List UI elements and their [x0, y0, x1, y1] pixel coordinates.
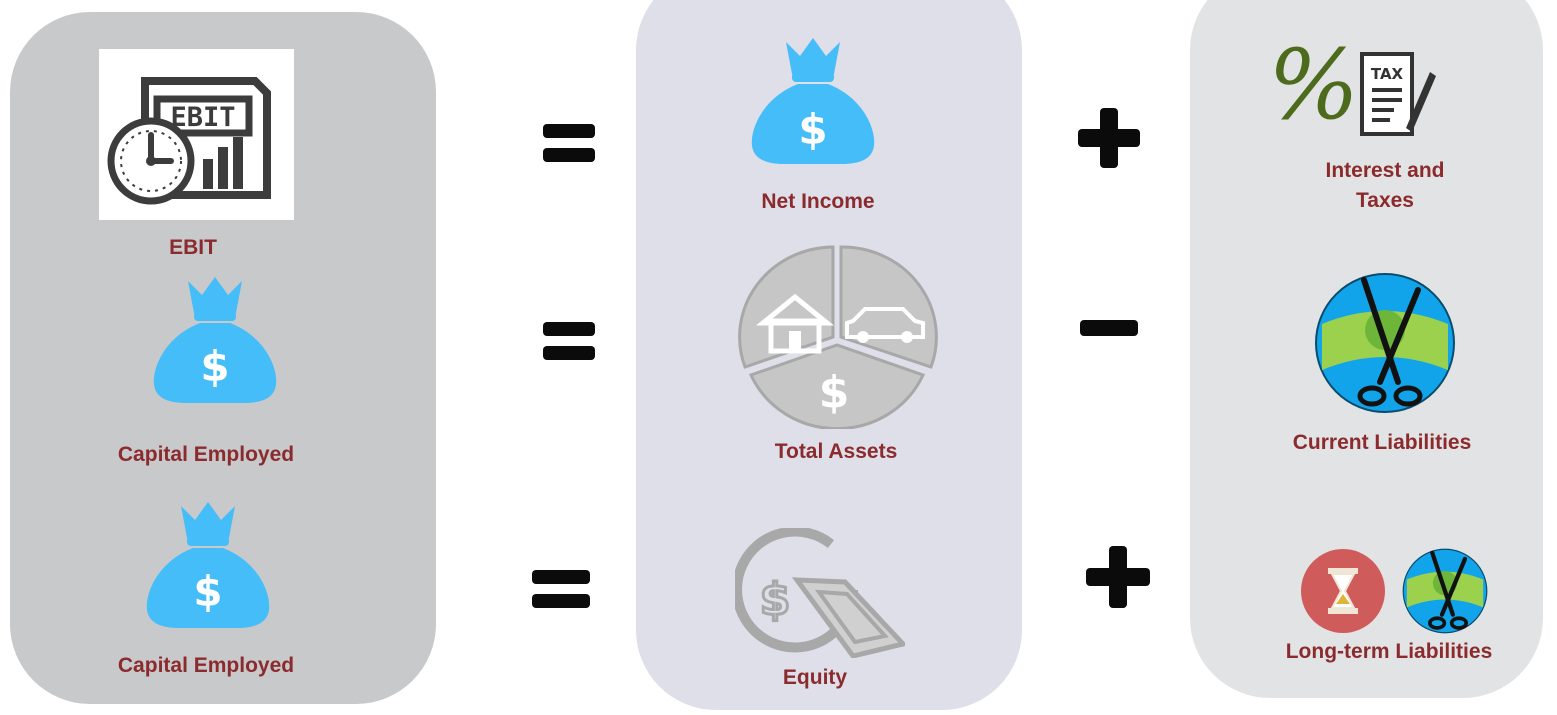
row1-middle-label: Net Income	[761, 190, 875, 213]
plus-operator: +	[1078, 108, 1140, 168]
equity-icon: $	[735, 528, 905, 658]
ebit-document-icon: EBIT	[99, 49, 294, 220]
ebit-icon-text: EBIT	[170, 102, 235, 133]
row1-right-label: Interest and Taxes	[1325, 159, 1445, 212]
svg-text:$: $	[760, 574, 791, 625]
plus-operator: +	[1086, 546, 1150, 608]
money-bag-icon: $	[150, 273, 280, 403]
row2-left-label: Capital Employed	[117, 443, 295, 466]
svg-text:$: $	[819, 367, 850, 418]
row3-right-label: Long-term Liabilities	[1285, 640, 1493, 663]
equals-operator: =	[532, 566, 590, 612]
interest-tax-icon: % TAX	[1266, 32, 1442, 142]
hourglass-icon	[1300, 548, 1386, 634]
svg-text:$: $	[798, 105, 827, 154]
svg-text:%: %	[1268, 32, 1359, 141]
tax-icon-text: TAX	[1371, 65, 1404, 83]
row2-right-label: Current Liabilities	[1292, 431, 1472, 454]
minus-operator: −	[1080, 318, 1138, 338]
row3-middle-label: Equity	[782, 666, 848, 689]
scissors-money-icon	[1314, 272, 1456, 414]
row2-middle-label: Total Assets	[774, 440, 898, 463]
row1-left-label: EBIT	[169, 236, 217, 259]
svg-text:$: $	[193, 567, 222, 616]
money-bag-icon: $	[748, 34, 878, 164]
asset-pie-icon: $	[735, 245, 939, 429]
money-bag-icon: $	[143, 498, 273, 628]
svg-text:$: $	[200, 342, 229, 391]
row3-left-label: Capital Employed	[117, 654, 295, 677]
equals-operator: =	[543, 120, 595, 166]
scissors-money-icon	[1402, 548, 1488, 634]
equals-operator: =	[543, 318, 595, 364]
